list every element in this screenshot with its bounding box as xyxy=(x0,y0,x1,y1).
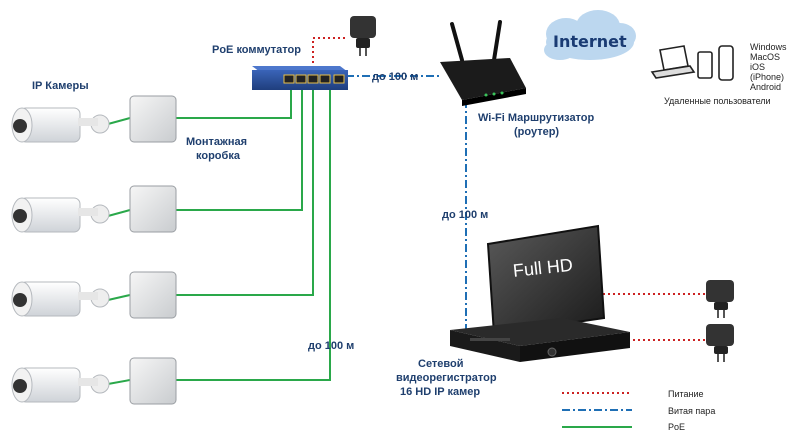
ip-camera-3 xyxy=(11,281,110,317)
nvr xyxy=(450,318,630,362)
nvr-label-2: видеорегистратор xyxy=(396,372,497,384)
legend-label-poe: PoE xyxy=(668,422,686,432)
wifi-router xyxy=(440,20,526,106)
internet-label: Internet xyxy=(553,32,627,51)
junction-box-label-2: коробка xyxy=(196,150,240,162)
poe-cables xyxy=(107,90,331,385)
router-label-1: Wi-Fi Маршрутизатор xyxy=(478,112,595,124)
internet-cloud xyxy=(544,10,636,60)
junction-boxes xyxy=(129,95,177,405)
ip-camera-4 xyxy=(11,367,110,403)
distance-router-nvr: до 100 м xyxy=(442,209,489,221)
distance-cameras: до 100 м xyxy=(308,340,355,352)
legend-label-power: Питание xyxy=(668,389,704,399)
os-item: iOS (iPhone) xyxy=(750,62,785,82)
legend-label-twisted-pair: Витая пара xyxy=(668,406,716,416)
os-item: Windows xyxy=(750,42,787,52)
power-adapter-switch xyxy=(350,16,376,56)
twisted-pair-cables xyxy=(346,75,467,330)
router-label-2: (роутер) xyxy=(514,126,560,138)
os-item: MacOS xyxy=(750,52,781,62)
poe-switch-label: PoE коммутатор xyxy=(212,44,301,56)
os-list: Windows MacOS iOS (iPhone) Android xyxy=(750,42,800,92)
power-adapter-monitor xyxy=(706,280,734,318)
os-item: Android xyxy=(750,82,782,92)
remote-devices xyxy=(650,45,734,81)
nvr-label-3: 16 HD IP камер xyxy=(400,386,481,398)
power-cables xyxy=(312,37,706,341)
power-adapter-nvr xyxy=(706,324,734,362)
distance-switch-router: до 100 м xyxy=(372,71,419,83)
ip-cameras-label: IP Камеры xyxy=(32,80,89,92)
nvr-label-1: Сетевой xyxy=(418,358,464,370)
legend xyxy=(562,392,632,428)
remote-users-label: Удаленные пользователи xyxy=(664,96,771,106)
junction-box-label-1: Монтажная xyxy=(186,136,248,148)
ip-camera-1 xyxy=(11,107,110,143)
poe-switch xyxy=(252,66,348,90)
ip-camera-2 xyxy=(11,197,110,233)
